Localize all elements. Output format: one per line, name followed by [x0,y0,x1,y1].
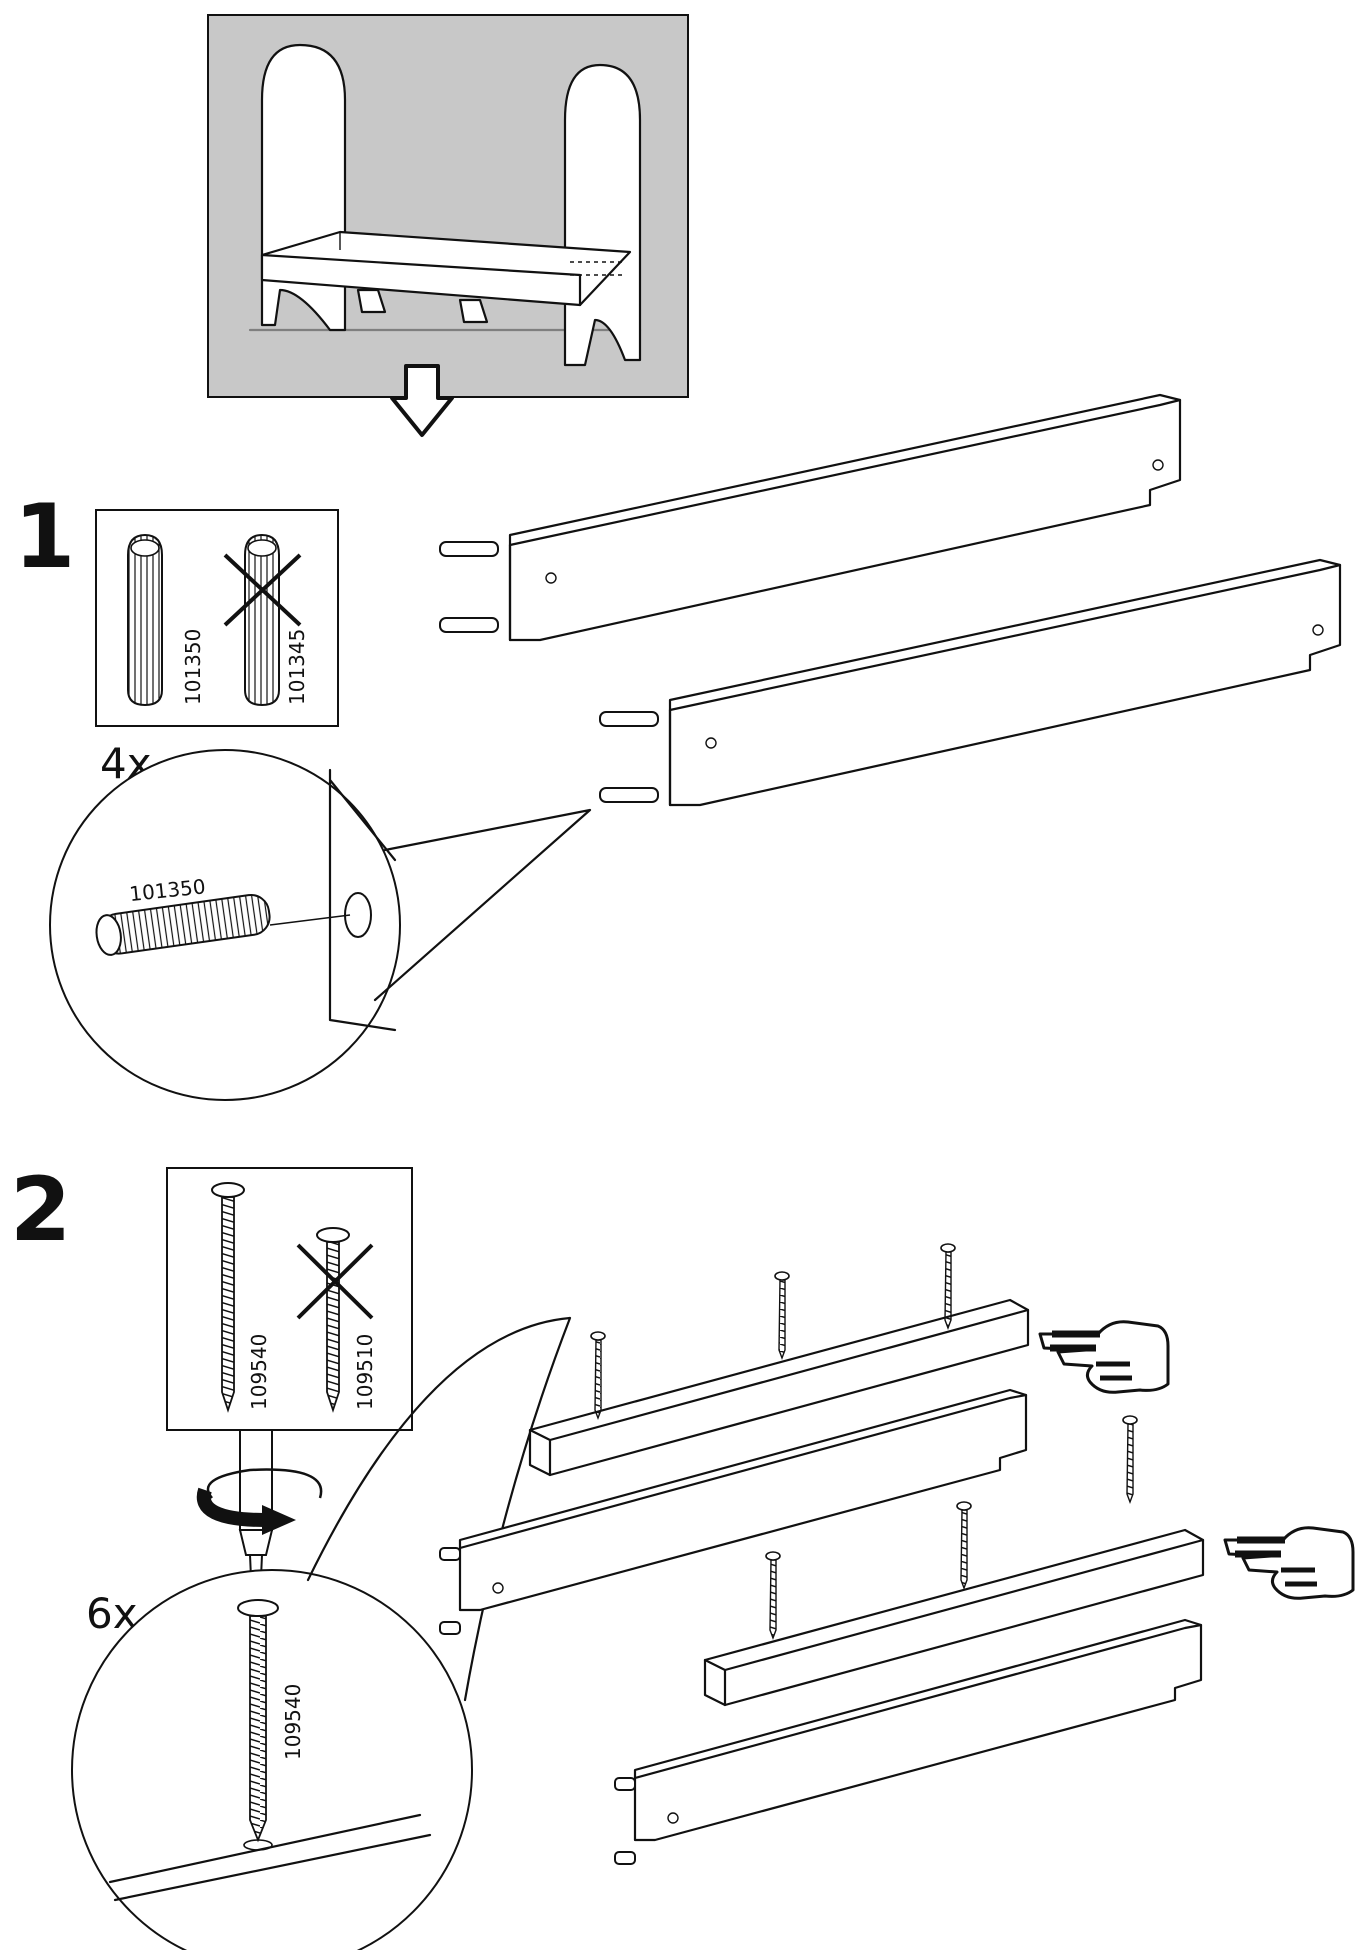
step-2-detail-magnifier: 109540 [71,1316,572,1950]
part-code-correct: 101350 [181,629,205,705]
wrong-dowel-icon [244,533,280,707]
step-1-rail-upper [439,393,1182,642]
step-2-assembly-lower [614,1415,1205,1865]
next-step-arrow-icon [390,364,454,437]
part-code-correct: 109540 [247,1334,271,1410]
cross-out-icon [223,553,302,627]
detail-dowel-icon [95,893,271,956]
screw-icon [590,1331,606,1420]
part-code-wrong: 109510 [353,1334,377,1410]
step-1-number: 1 [14,485,75,588]
dowel-icon [127,533,163,707]
overview-panel [207,14,689,398]
step-1-rail-lower [599,558,1342,807]
screw-icon [1122,1415,1138,1504]
screw-icon [774,1271,790,1360]
cross-out-icon [296,1243,374,1320]
screw-icon [211,1182,245,1413]
step-2-number: 2 [10,1158,71,1261]
part-code-wrong: 101345 [285,629,309,705]
step-1-parts-box: 101350 101345 [95,509,339,727]
step-2-assembly-upper [439,1243,1030,1635]
detail-screw-icon [237,1599,279,1851]
screw-icon [765,1551,781,1640]
screw-icon [940,1243,956,1330]
step-1-detail-magnifier: 101350 [49,749,592,1101]
pointing-hand-icon [1038,1320,1170,1394]
pointing-hand-icon [1223,1526,1355,1600]
screw-icon [956,1501,972,1590]
step-2-parts-box: 109540 109510 [166,1167,413,1431]
rotate-clockwise-icon [196,1468,323,1535]
detail-part-code: 109540 [281,1684,305,1760]
